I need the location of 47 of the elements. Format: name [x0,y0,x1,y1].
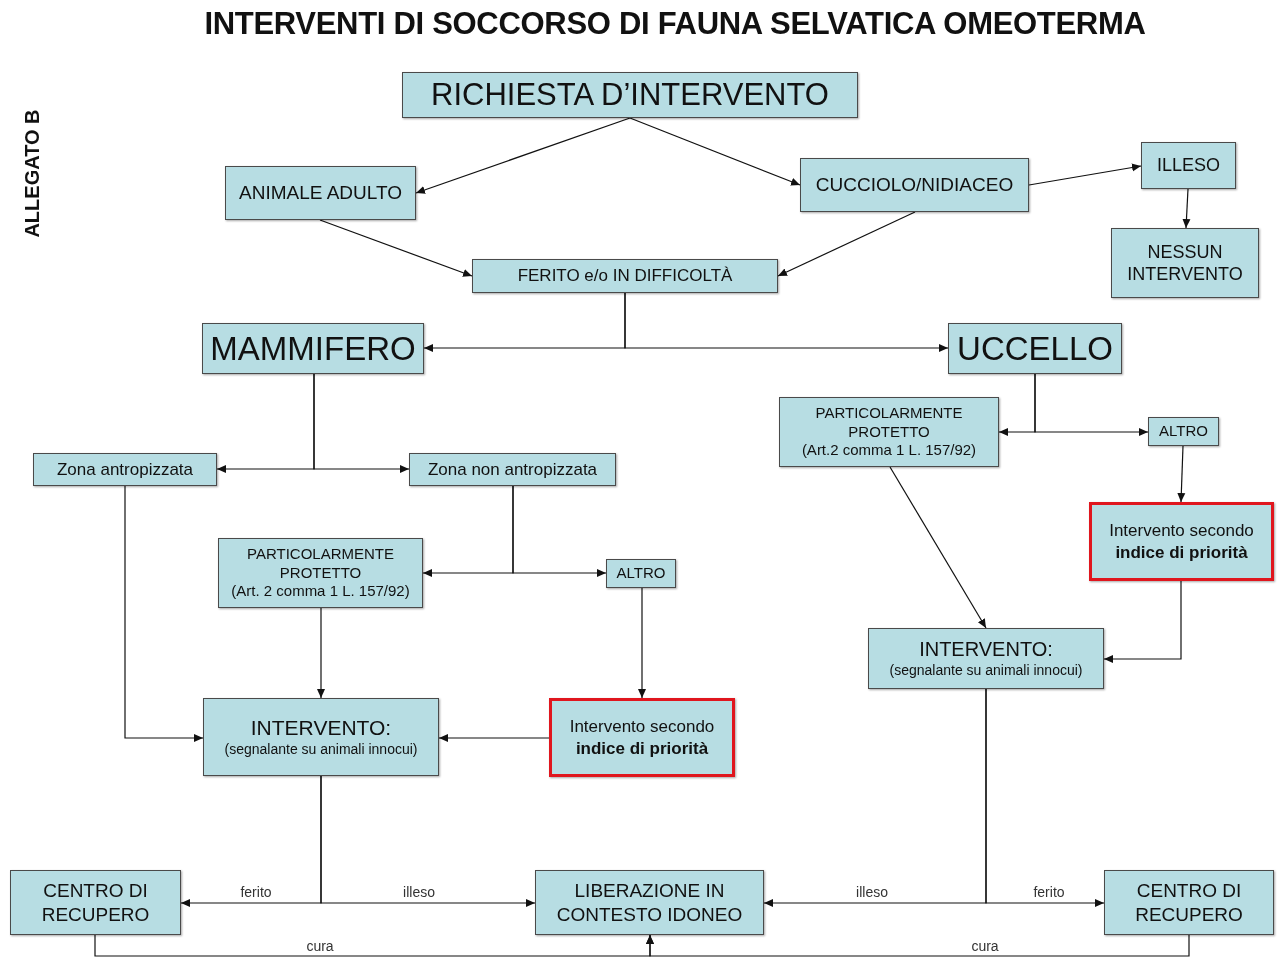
process-box: INTERVENTO: (segnalante su animali innocui) [203,698,439,776]
priority-box: Intervento secondo indice di priorità [1089,502,1274,581]
edge-label: illeso [401,884,437,900]
process-box: ALTRO [1148,417,1219,446]
priority-box: Intervento secondo indice di priorità [549,698,735,777]
process-box: CENTRO DI RECUPERO [1104,870,1274,935]
arrow [512,485,607,577]
arrow [319,219,473,277]
process-box: UCCELLO [948,323,1122,374]
process-box: Zona non antropizzata [409,453,616,486]
edge-label: ferito [1031,884,1067,900]
process-box: INTERVENTO: (segnalante su animali innocui) [868,628,1104,689]
arrow [638,587,646,699]
process-box: PARTICOLARMENTE PROTETTO (Art.2 comma 1 L. 157/92) [779,397,999,467]
arrow [438,734,550,742]
process-box: ANIMALE ADULTO [225,166,416,220]
edge-label: ferito [238,884,274,900]
arrow [1182,188,1191,229]
arrow [124,485,204,742]
process-box: Zona antropizzata [33,453,217,486]
start-box: RICHIESTA D’INTERVENTO [402,72,858,118]
arrow [646,934,1190,957]
process-box: CENTRO DI RECUPERO [10,870,181,935]
arrow [1028,163,1142,186]
arrow [313,373,410,473]
process-box: CUCCIOLO/NIDIACEO [800,158,1029,212]
annex-label: ALLEGATO B [20,108,44,240]
arrow [985,688,1105,907]
arrow [629,117,801,186]
process-box: FERITO e/o IN DIFFICOLTÀ [472,259,778,293]
process-box: PARTICOLARMENTE PROTETTO (Art. 2 comma 1 L. 157/92) [218,538,423,608]
diagram-title: INTERVENTI DI SOCCORSO DI FAUNA SELVATICA OMEOTERMA [203,6,1147,42]
arrow [777,211,916,277]
arrow [1177,445,1186,503]
process-box: NESSUN INTERVENTO [1111,228,1259,298]
edge-label: illeso [854,884,890,900]
arrow [317,607,325,699]
process-box: ILLESO [1141,142,1236,189]
process-box: MAMMIFERO [202,323,424,374]
arrow [320,775,536,907]
arrow [415,117,631,194]
arrow [889,466,987,629]
process-box: ALTRO [606,559,676,588]
outcome-box: LIBERAZIONE IN CONTESTO IDONEO [535,870,764,935]
arrow [624,292,949,352]
arrow [1103,580,1182,663]
arrow [1034,373,1149,436]
